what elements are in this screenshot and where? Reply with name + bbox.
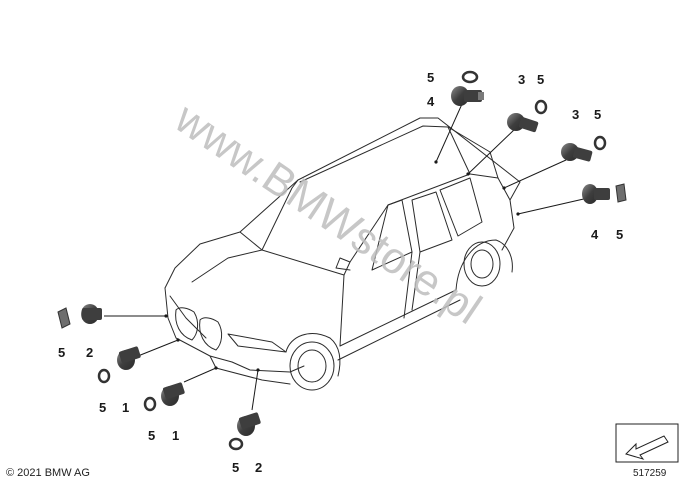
sensor-part-3-a[interactable] [507, 113, 539, 133]
ring-part-5-top[interactable] [461, 70, 479, 84]
part-number: 3 [518, 72, 525, 87]
leader-lines [104, 103, 589, 411]
part-numbers: 5 4 3 5 3 5 4 5 2 5 1 5 1 5 2 5 [58, 70, 623, 475]
clip-part-5-right[interactable] [615, 183, 627, 203]
part-number: 1 [122, 400, 129, 415]
part-number: 2 [255, 460, 262, 475]
part-number: 5 [427, 70, 434, 85]
sensor-part-2-bottom[interactable] [237, 412, 261, 436]
ring-part-5-e[interactable] [228, 437, 244, 451]
part-number: 1 [172, 428, 179, 443]
sensor-part-1-a[interactable] [117, 346, 141, 370]
clip-part-5-left[interactable] [57, 307, 71, 329]
part-number: 3 [572, 107, 579, 122]
part-number: 5 [232, 460, 239, 475]
car-outline [164, 117, 521, 391]
sensor-part-3-b[interactable] [561, 143, 593, 162]
view-direction-icon [615, 423, 679, 463]
ring-part-5-c[interactable] [97, 368, 111, 384]
ring-part-5-d[interactable] [143, 396, 157, 412]
ring-part-5-a[interactable] [534, 99, 548, 115]
ring-part-5-b[interactable] [593, 135, 607, 151]
sensor-part-4-right[interactable] [582, 184, 610, 204]
callout-dots [164, 160, 520, 372]
part-number: 5 [616, 227, 623, 242]
part-number: 5 [537, 72, 544, 87]
part-number: 5 [58, 345, 65, 360]
sensor-part-4-top[interactable] [451, 86, 484, 106]
part-number: 5 [148, 428, 155, 443]
watermark: www.BMWstore.pl [166, 93, 490, 334]
part-number: 4 [427, 94, 435, 109]
part-number: 5 [99, 400, 106, 415]
part-number: 5 [594, 107, 601, 122]
sensor-part-2-left[interactable] [81, 304, 102, 324]
reference-number: 517259 [633, 468, 667, 479]
copyright-text: © 2021 BMW AG [6, 467, 90, 479]
sensor-part-1-b[interactable] [161, 382, 185, 406]
part-number: 4 [591, 227, 599, 242]
part-number: 2 [86, 345, 93, 360]
